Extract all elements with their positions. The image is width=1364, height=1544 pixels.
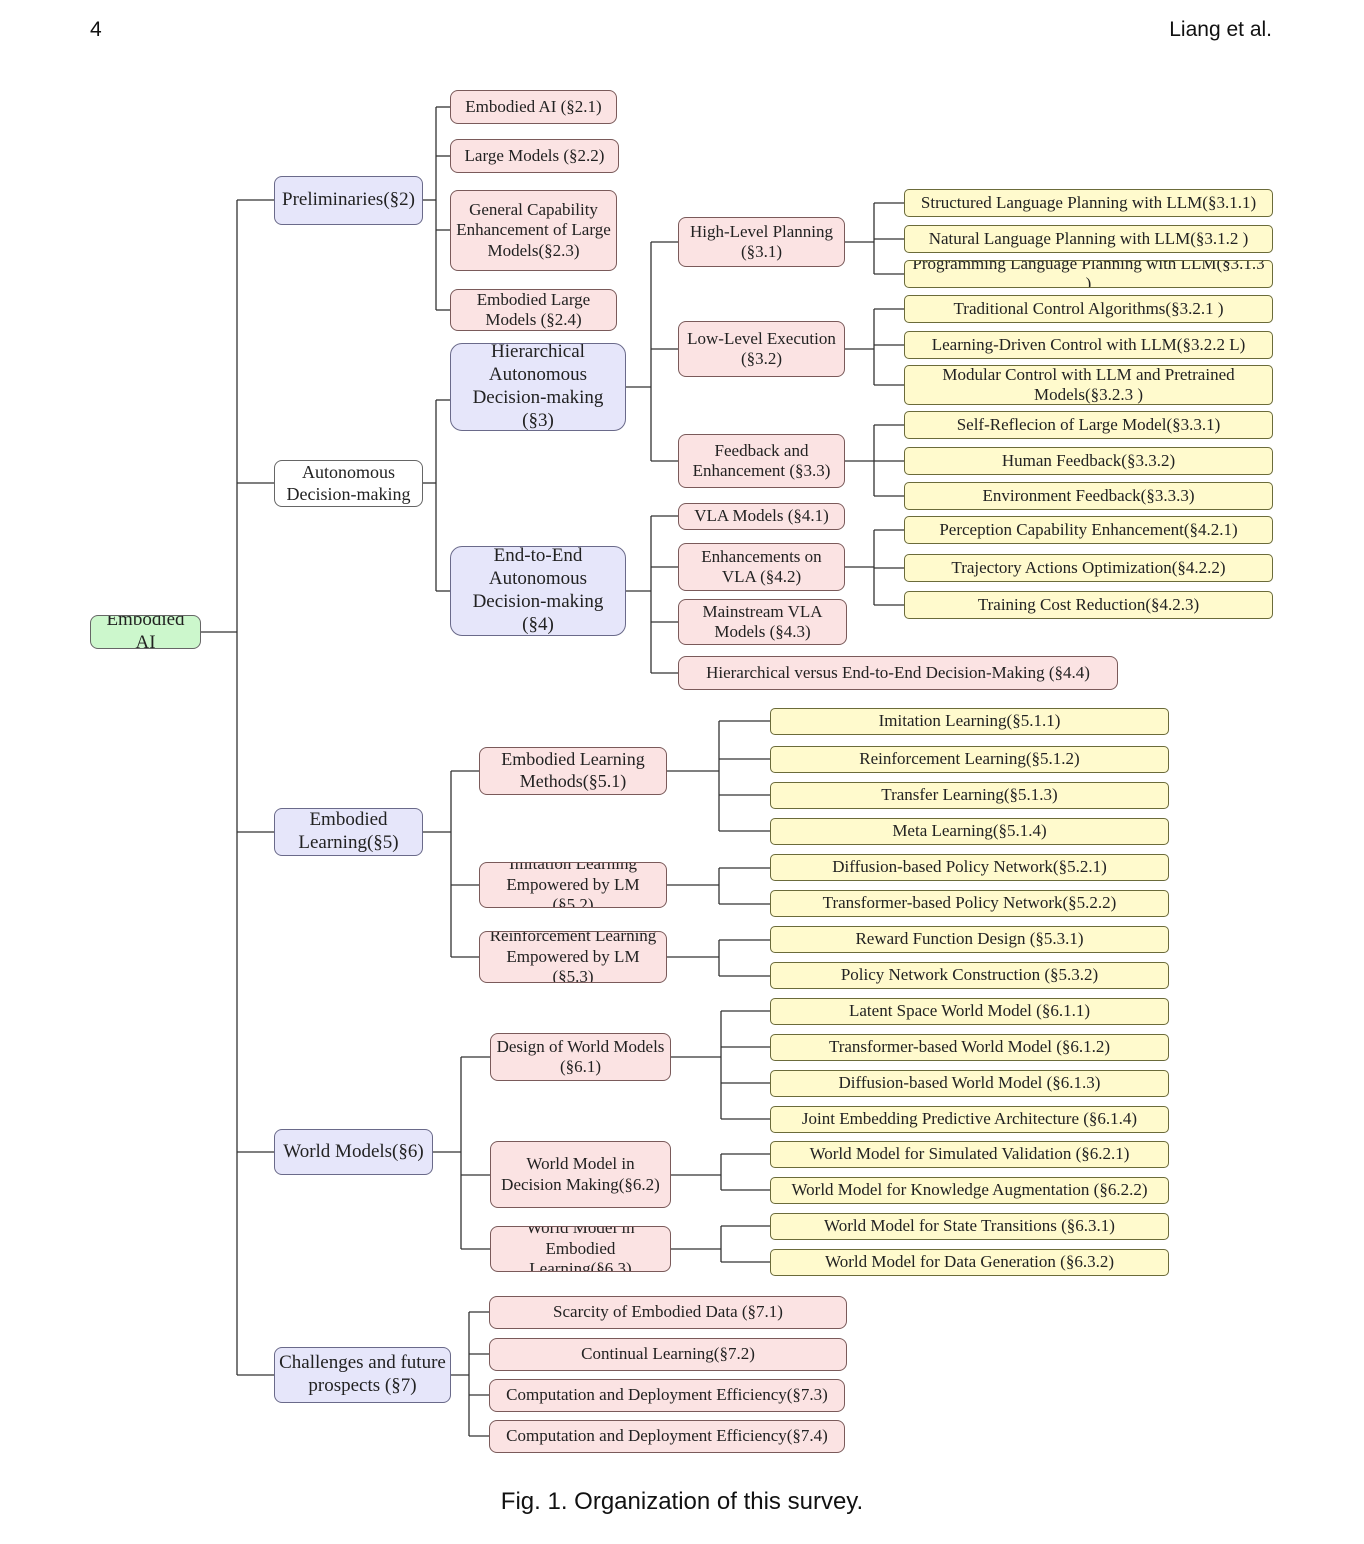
node-root: Embodied AI [90, 615, 201, 649]
running-head: Liang et al. [1169, 18, 1272, 41]
leaf-3-3-1: Self-Reflecion of Large Model(§3.3.1) [904, 411, 1273, 439]
leaf-6-2-1: World Model for Simulated Validation (§6… [770, 1141, 1169, 1168]
node-7-3: Computation and Deployment Efficiency(§7… [489, 1379, 845, 1412]
node-2-2: Large Models (§2.2) [450, 139, 619, 173]
node-challenges: Challenges and future prospects (§7) [274, 1347, 451, 1403]
leaf-4-2-1: Perception Capability Enhancement(§4.2.1… [904, 516, 1273, 544]
leaf-6-3-1: World Model for State Transitions (§6.3.… [770, 1213, 1169, 1240]
leaf-5-2-2: Transformer-based Policy Network(§5.2.2) [770, 890, 1169, 917]
leaf-5-1-4: Meta Learning(§5.1.4) [770, 818, 1169, 845]
node-2-3: General Capability Enhancement of Large … [450, 190, 617, 271]
node-5-3: Reinforcement Learning Empowered by LM (… [479, 931, 667, 983]
leaf-6-1-4: Joint Embedding Predictive Architecture … [770, 1106, 1169, 1133]
leaf-3-2-2: Learning-Driven Control with LLM(§3.2.2 … [904, 331, 1273, 359]
node-2-4: Embodied Large Models (§2.4) [450, 289, 617, 331]
leaf-5-1-2: Reinforcement Learning(§5.1.2) [770, 746, 1169, 773]
node-autonomous-decision: Autonomous Decision-making [274, 460, 423, 507]
node-4-4: Hierarchical versus End-to-End Decision-… [678, 656, 1118, 690]
node-end-to-end: End-to-End Autonomous Decision-making (§… [450, 546, 626, 636]
leaf-3-1-1: Structured Language Planning with LLM(§3… [904, 189, 1273, 217]
leaf-5-3-2: Policy Network Construction (§5.3.2) [770, 962, 1169, 989]
node-7-1: Scarcity of Embodied Data (§7.1) [489, 1296, 847, 1329]
leaf-3-2-3: Modular Control with LLM and Pretrained … [904, 365, 1273, 405]
node-preliminaries: Preliminaries(§2) [274, 176, 423, 225]
leaf-3-1-2: Natural Language Planning with LLM(§3.1.… [904, 225, 1273, 253]
node-3-3: Feedback and Enhancement (§3.3) [678, 434, 845, 488]
leaf-6-1-3: Diffusion-based World Model (§6.1.3) [770, 1070, 1169, 1097]
leaf-4-2-3: Training Cost Reduction(§4.2.3) [904, 591, 1273, 619]
node-7-2: Continual Learning(§7.2) [489, 1338, 847, 1371]
node-5-2: Imitation Learning Empowered by LM (§5.2… [479, 862, 667, 908]
node-embodied-learning: Embodied Learning(§5) [274, 808, 423, 856]
page-number: 4 [90, 18, 102, 41]
node-3-2: Low-Level Execution (§3.2) [678, 321, 845, 377]
node-6-1: Design of World Models (§6.1) [490, 1033, 671, 1081]
leaf-5-1-3: Transfer Learning(§5.1.3) [770, 782, 1169, 809]
leaf-3-1-3: Programming Language Planning with LLM(§… [904, 260, 1273, 288]
node-world-models: World Models(§6) [274, 1129, 433, 1175]
node-7-4: Computation and Deployment Efficiency(§7… [489, 1420, 845, 1453]
leaf-5-3-1: Reward Function Design (§5.3.1) [770, 926, 1169, 953]
node-3-1: High-Level Planning (§3.1) [678, 217, 845, 267]
figure-caption: Fig. 1. Organization of this survey. [500, 1488, 864, 1515]
node-4-1: VLA Models (§4.1) [678, 503, 845, 530]
node-4-3: Mainstream VLA Models (§4.3) [678, 599, 847, 645]
leaf-5-2-1: Diffusion-based Policy Network(§5.2.1) [770, 854, 1169, 881]
leaf-5-1-1: Imitation Learning(§5.1.1) [770, 708, 1169, 735]
leaf-4-2-2: Trajectory Actions Optimization(§4.2.2) [904, 554, 1273, 582]
leaf-6-1-1: Latent Space World Model (§6.1.1) [770, 998, 1169, 1025]
node-2-1: Embodied AI (§2.1) [450, 90, 617, 124]
leaf-6-1-2: Transformer-based World Model (§6.1.2) [770, 1034, 1169, 1061]
node-5-1: Embodied Learning Methods(§5.1) [479, 747, 667, 795]
node-hierarchical: Hierarchical Autonomous Decision-making … [450, 343, 626, 431]
node-4-2: Enhancements on VLA (§4.2) [678, 543, 845, 591]
node-6-2: World Model in Decision Making(§6.2) [490, 1141, 671, 1208]
leaf-3-3-3: Environment Feedback(§3.3.3) [904, 482, 1273, 510]
leaf-3-3-2: Human Feedback(§3.3.2) [904, 447, 1273, 475]
leaf-3-2-1: Traditional Control Algorithms(§3.2.1 ) [904, 295, 1273, 323]
leaf-6-3-2: World Model for Data Generation (§6.3.2) [770, 1249, 1169, 1276]
node-6-3: World Model in Embodied Learning(§6.3) [490, 1226, 671, 1272]
leaf-6-2-2: World Model for Knowledge Augmentation (… [770, 1177, 1169, 1204]
